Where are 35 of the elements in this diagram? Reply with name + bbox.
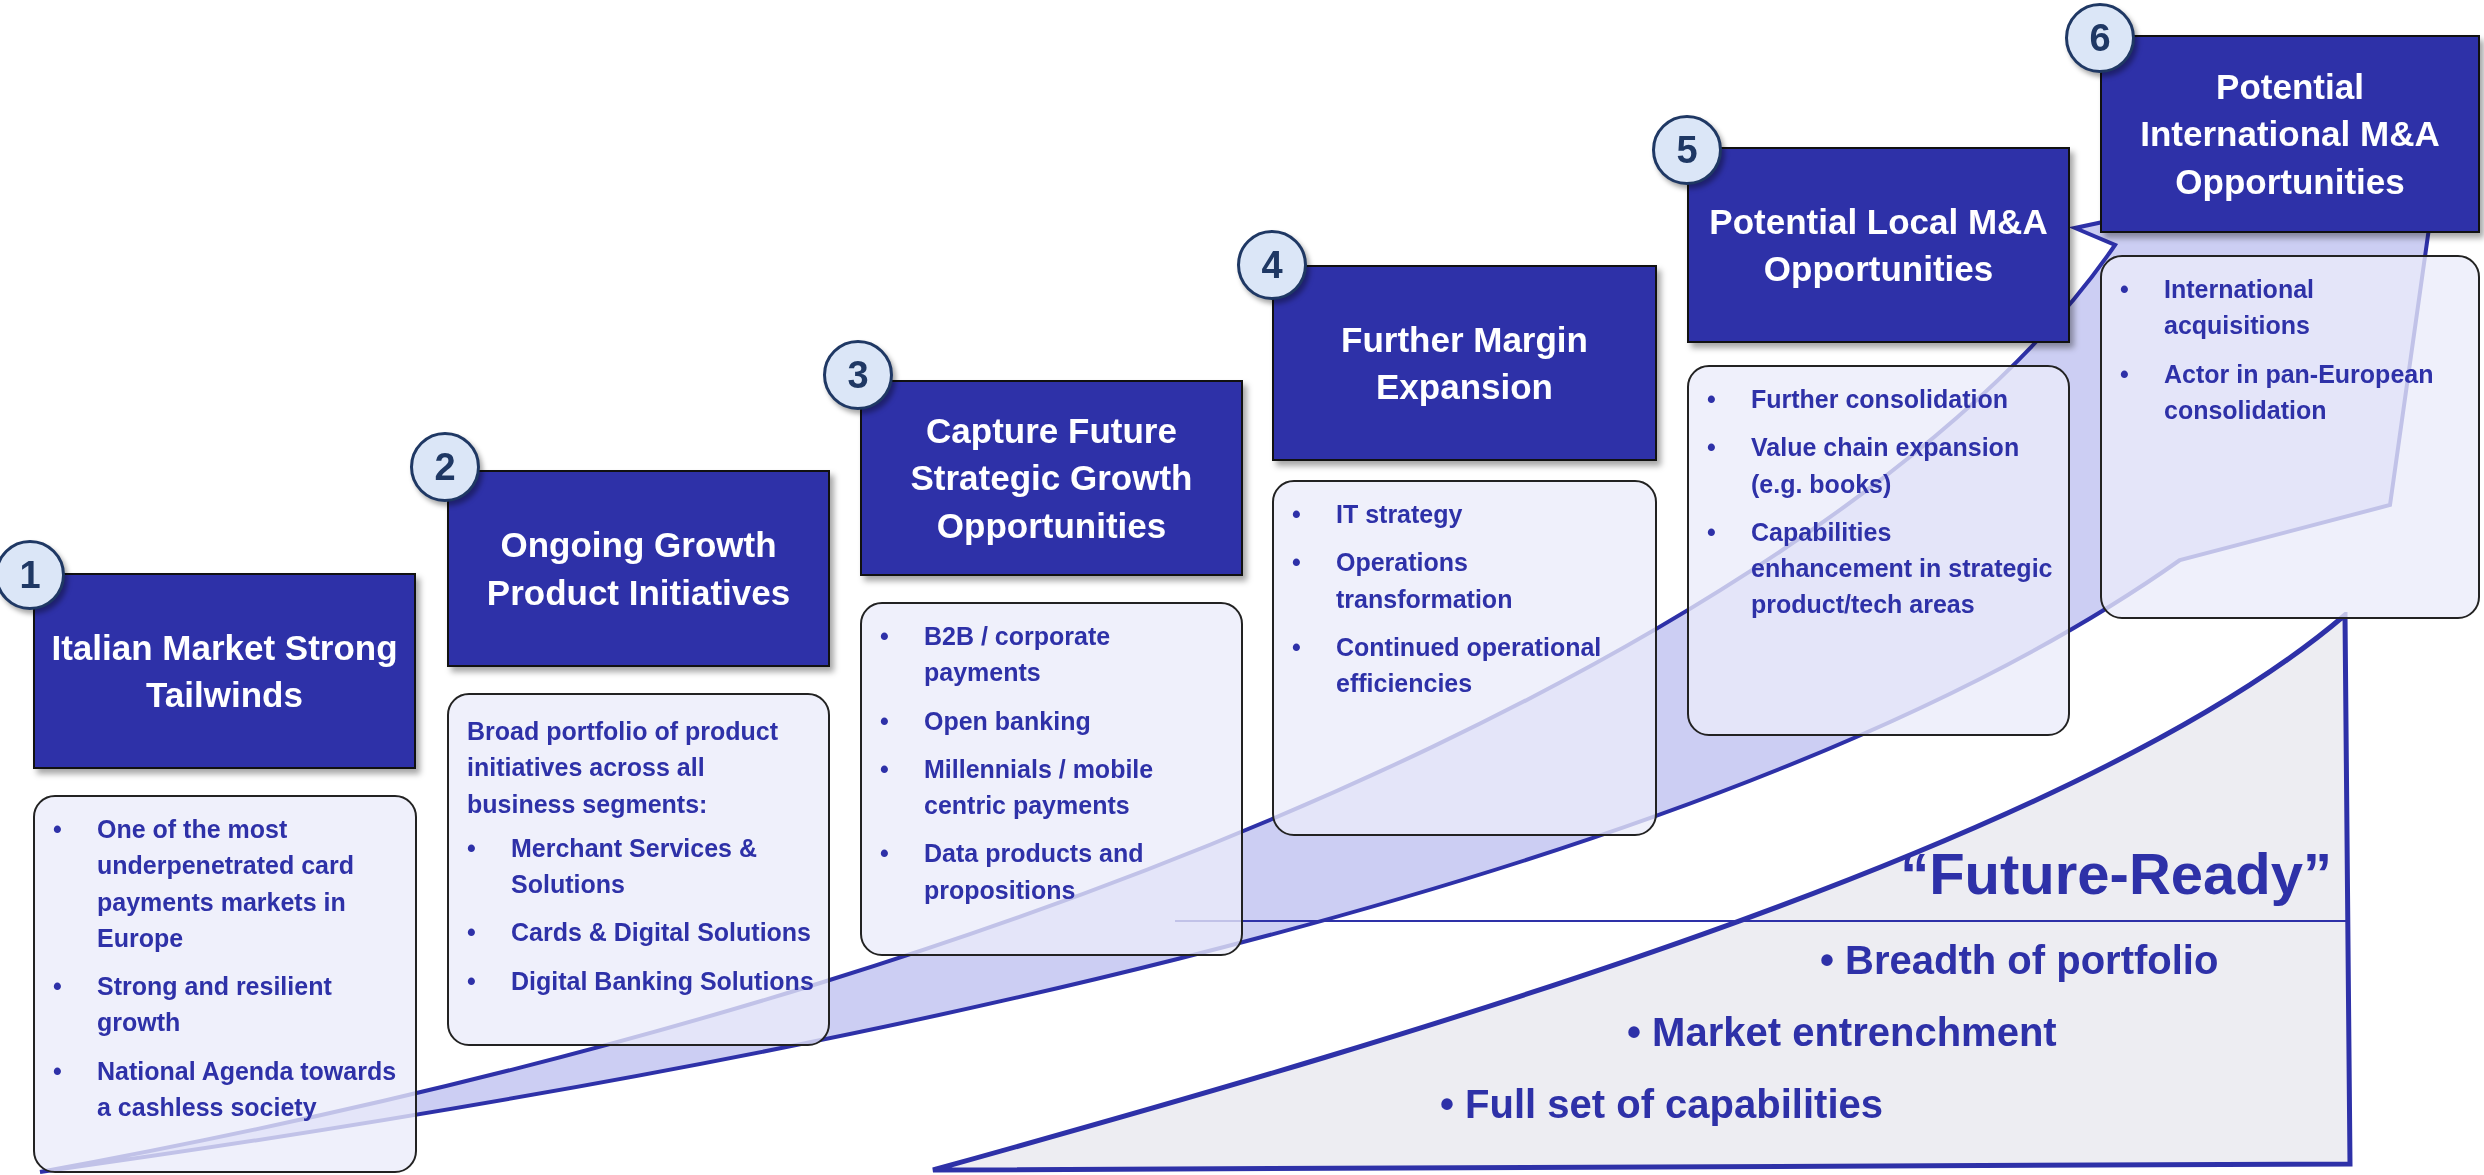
bullet-item: • Continued operational efficiencies [1292,631,1603,699]
bullet-item: • Digital Banking Solutions [467,965,815,997]
bullet-item: • Breadth of portfolio [1820,938,2219,983]
bullet-item: • Further consolidation [1707,384,2009,415]
step-number-circle: 3 [823,340,893,410]
bullet-item: • Millennials / mobile centric payments [880,753,1155,821]
step-number-circle: 2 [410,432,480,502]
bullet-item: • Cards & Digital Solutions [467,917,813,949]
bullet-item: • International acquisitions [2120,274,2315,342]
step-detail-card [2100,255,2480,619]
step-detail-card [1272,480,1657,836]
bullet-item: • Operations transformation [1292,547,1514,615]
step-number-circle: 1 [0,540,65,610]
bullet-item: • Data products and propositions [880,838,1145,906]
step-detail-card [33,795,417,1173]
step-number-circle: 6 [2065,3,2135,73]
bullet-item: • Strong and resilient growth [53,971,333,1039]
bullet-item: • B2B / corporate payments [880,621,1112,689]
step-detail-card [1687,365,2070,736]
bullet-item: • Merchant Services & Solutions [467,832,758,900]
step-number-circle: 4 [1237,230,1307,300]
bullet-item: • Value chain expansion (e.g. books) [1707,432,2021,500]
bullet-item: • One of the most underpenetrated card payments markets in Europe [53,814,355,954]
bullet-item: • Capabilities enhancement in strategic product/tech areas [1707,516,2054,621]
bullet-item: • Actor in pan-European consolidation [2120,358,2435,426]
panel-title: “Future-Ready” [1900,840,2332,907]
bullet-item: • Market entrenchment [1627,1010,2057,1055]
bullet-item: • Open banking [880,705,1092,737]
step-detail-card [447,693,830,1046]
bullet-item: • National Agenda towards a cashless society [53,1055,398,1123]
step-number-circle: 5 [1652,115,1722,185]
intro-text: Broad portfolio of product initiatives across all business segments: [467,716,780,820]
bullet-item: • Full set of capabilities [1440,1082,1883,1127]
step-detail-card [860,602,1243,956]
bullet-item: • IT strategy [1292,499,1464,530]
